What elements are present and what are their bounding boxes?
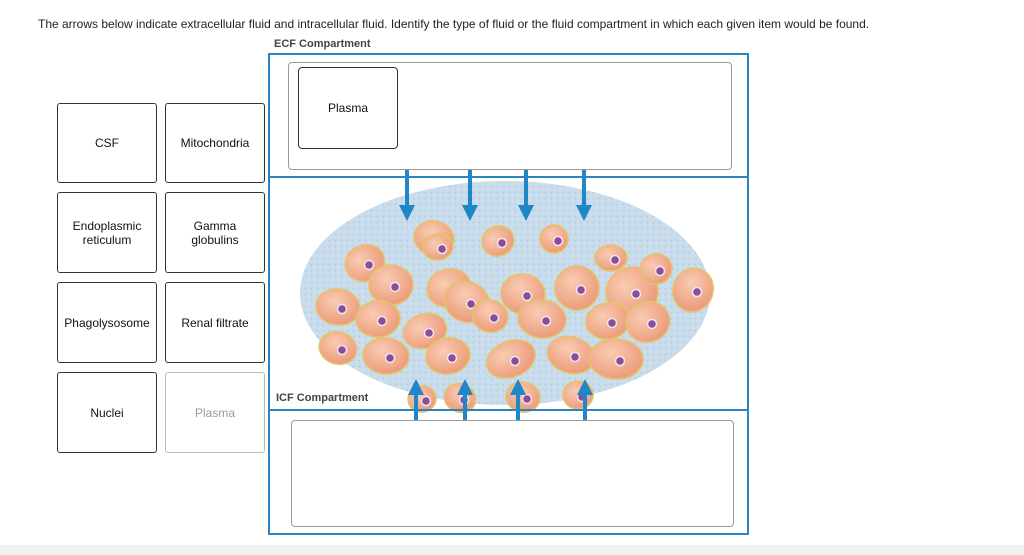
icf-dropzone[interactable] <box>291 420 734 527</box>
cell <box>318 330 358 366</box>
instructions-text: The arrows below indicate extracellular … <box>38 17 870 31</box>
cell <box>639 253 673 285</box>
cell <box>671 267 715 313</box>
cell <box>486 339 536 379</box>
cell <box>315 288 361 326</box>
tile-gamma-globulins[interactable]: Gamma globulins <box>165 192 265 273</box>
icf-divider-line <box>268 409 749 411</box>
tile-plasma-used: Plasma <box>165 372 265 453</box>
tile-endoplasmic-reticulum[interactable]: Endoplasmic reticulum <box>57 192 157 273</box>
cell <box>471 298 509 334</box>
cell <box>625 300 671 344</box>
cell <box>362 337 410 375</box>
ecf-divider-line <box>268 176 749 178</box>
fluid-arrows <box>399 167 593 423</box>
tile-nuclei[interactable]: Nuclei <box>57 372 157 453</box>
fluid-compartment-illustration <box>300 167 715 423</box>
cell <box>481 225 515 257</box>
cell <box>588 338 644 380</box>
tile-renal-filtrate[interactable]: Renal filtrate <box>165 282 265 363</box>
tile-phagolysosome[interactable]: Phagolysosome <box>57 282 157 363</box>
cell <box>355 300 401 338</box>
cell <box>422 233 454 261</box>
cell <box>368 264 414 306</box>
cell <box>425 337 471 375</box>
ecf-compartment-title: ECF Compartment <box>274 38 371 50</box>
cell <box>562 380 594 410</box>
cell <box>554 265 600 311</box>
tile-mitochondria[interactable]: Mitochondria <box>165 103 265 183</box>
page-bottom-bar <box>0 545 1024 555</box>
cell <box>594 244 628 272</box>
tile-csf[interactable]: CSF <box>57 103 157 183</box>
placed-item-plasma[interactable]: Plasma <box>298 67 398 149</box>
icf-compartment-title: ICF Compartment <box>276 392 369 404</box>
cell <box>539 224 569 254</box>
cell-cluster <box>315 220 715 414</box>
cell <box>517 299 567 339</box>
